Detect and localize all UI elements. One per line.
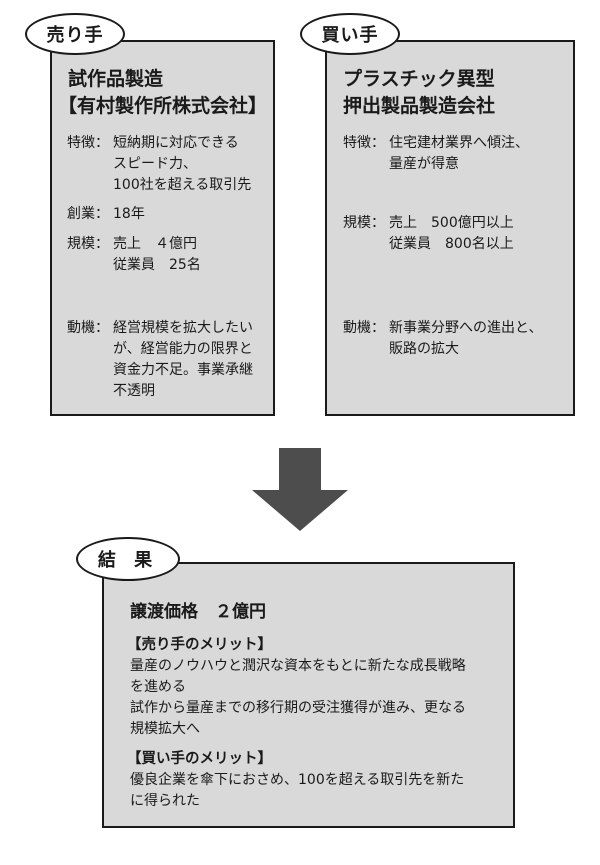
seller-feature-line: 100社を超える取引先	[113, 177, 252, 193]
seller-merit-line: 規模拡大へ	[130, 721, 200, 737]
buyer-tag: 買い手	[300, 13, 400, 55]
seller-motive-line: が、経営能力の限界と	[113, 341, 253, 357]
seller-tag: 売り手	[25, 13, 125, 55]
buyer-merit-heading: 【買い手のメリット】	[127, 751, 272, 767]
seller-merit-line: 試作から量産までの移行期の受注獲得が進み、更なる	[130, 700, 466, 716]
buyer-motive-line: 販路の拡大	[389, 341, 459, 357]
seller-feature-line: 短納期に対応できる	[113, 135, 239, 151]
buyer-feature-line: 住宅建材業界へ傾注、	[389, 135, 529, 151]
buyer-merit-line: 優良企業を傘下におさめ、100を超える取引先を新た	[130, 772, 465, 788]
transfer-price-title: 譲渡価格 ２億円	[130, 602, 266, 622]
buyer-motive-label: 動機：	[343, 320, 385, 336]
buyer-scale-label: 規模：	[343, 215, 385, 231]
seller-motive-line: 経営規模を拡大したい	[113, 320, 253, 336]
buyer-title-line2: 押出製品製造会社	[343, 95, 496, 117]
seller-merit-line: を進める	[130, 679, 186, 695]
seller-scale-label: 規模：	[67, 236, 109, 252]
seller-motive-line: 不透明	[113, 383, 155, 399]
seller-scale-line: 売上 ４億円	[113, 236, 197, 252]
seller-merit-heading: 【売り手のメリット】	[127, 637, 272, 653]
buyer-box	[325, 40, 575, 416]
seller-title-line2: 【有村製作所株式会社】	[58, 95, 268, 117]
seller-title-line1: 試作品製造	[68, 68, 164, 90]
result-box	[102, 562, 515, 828]
seller-founded-value: 18年	[113, 206, 145, 222]
down-arrow-icon	[252, 448, 348, 531]
seller-feature-label: 特徴：	[67, 135, 109, 151]
buyer-feature-line: 量産が得意	[389, 156, 459, 172]
buyer-scale-line: 従業員 800名以上	[389, 236, 514, 252]
seller-box	[50, 40, 275, 416]
seller-merit-line: 量産のノウハウと潤沢な資本をもとに新たな成長戦略	[130, 658, 466, 674]
buyer-title-line1: プラスチック異型	[343, 68, 495, 90]
seller-scale-line: 従業員 25名	[113, 257, 201, 273]
seller-founded-label: 創業：	[67, 206, 109, 222]
seller-motive-label: 動機：	[67, 320, 109, 336]
buyer-feature-label: 特徴：	[343, 135, 385, 151]
result-tag: 結 果	[76, 537, 180, 581]
buyer-motive-line: 新事業分野への進出と、	[389, 320, 543, 336]
seller-motive-line: 資金力不足。事業承継	[113, 362, 253, 378]
buyer-merit-line: に得られた	[130, 793, 200, 809]
seller-feature-line: スピード力、	[113, 156, 197, 172]
buyer-scale-line: 売上 500億円以上	[389, 215, 514, 231]
